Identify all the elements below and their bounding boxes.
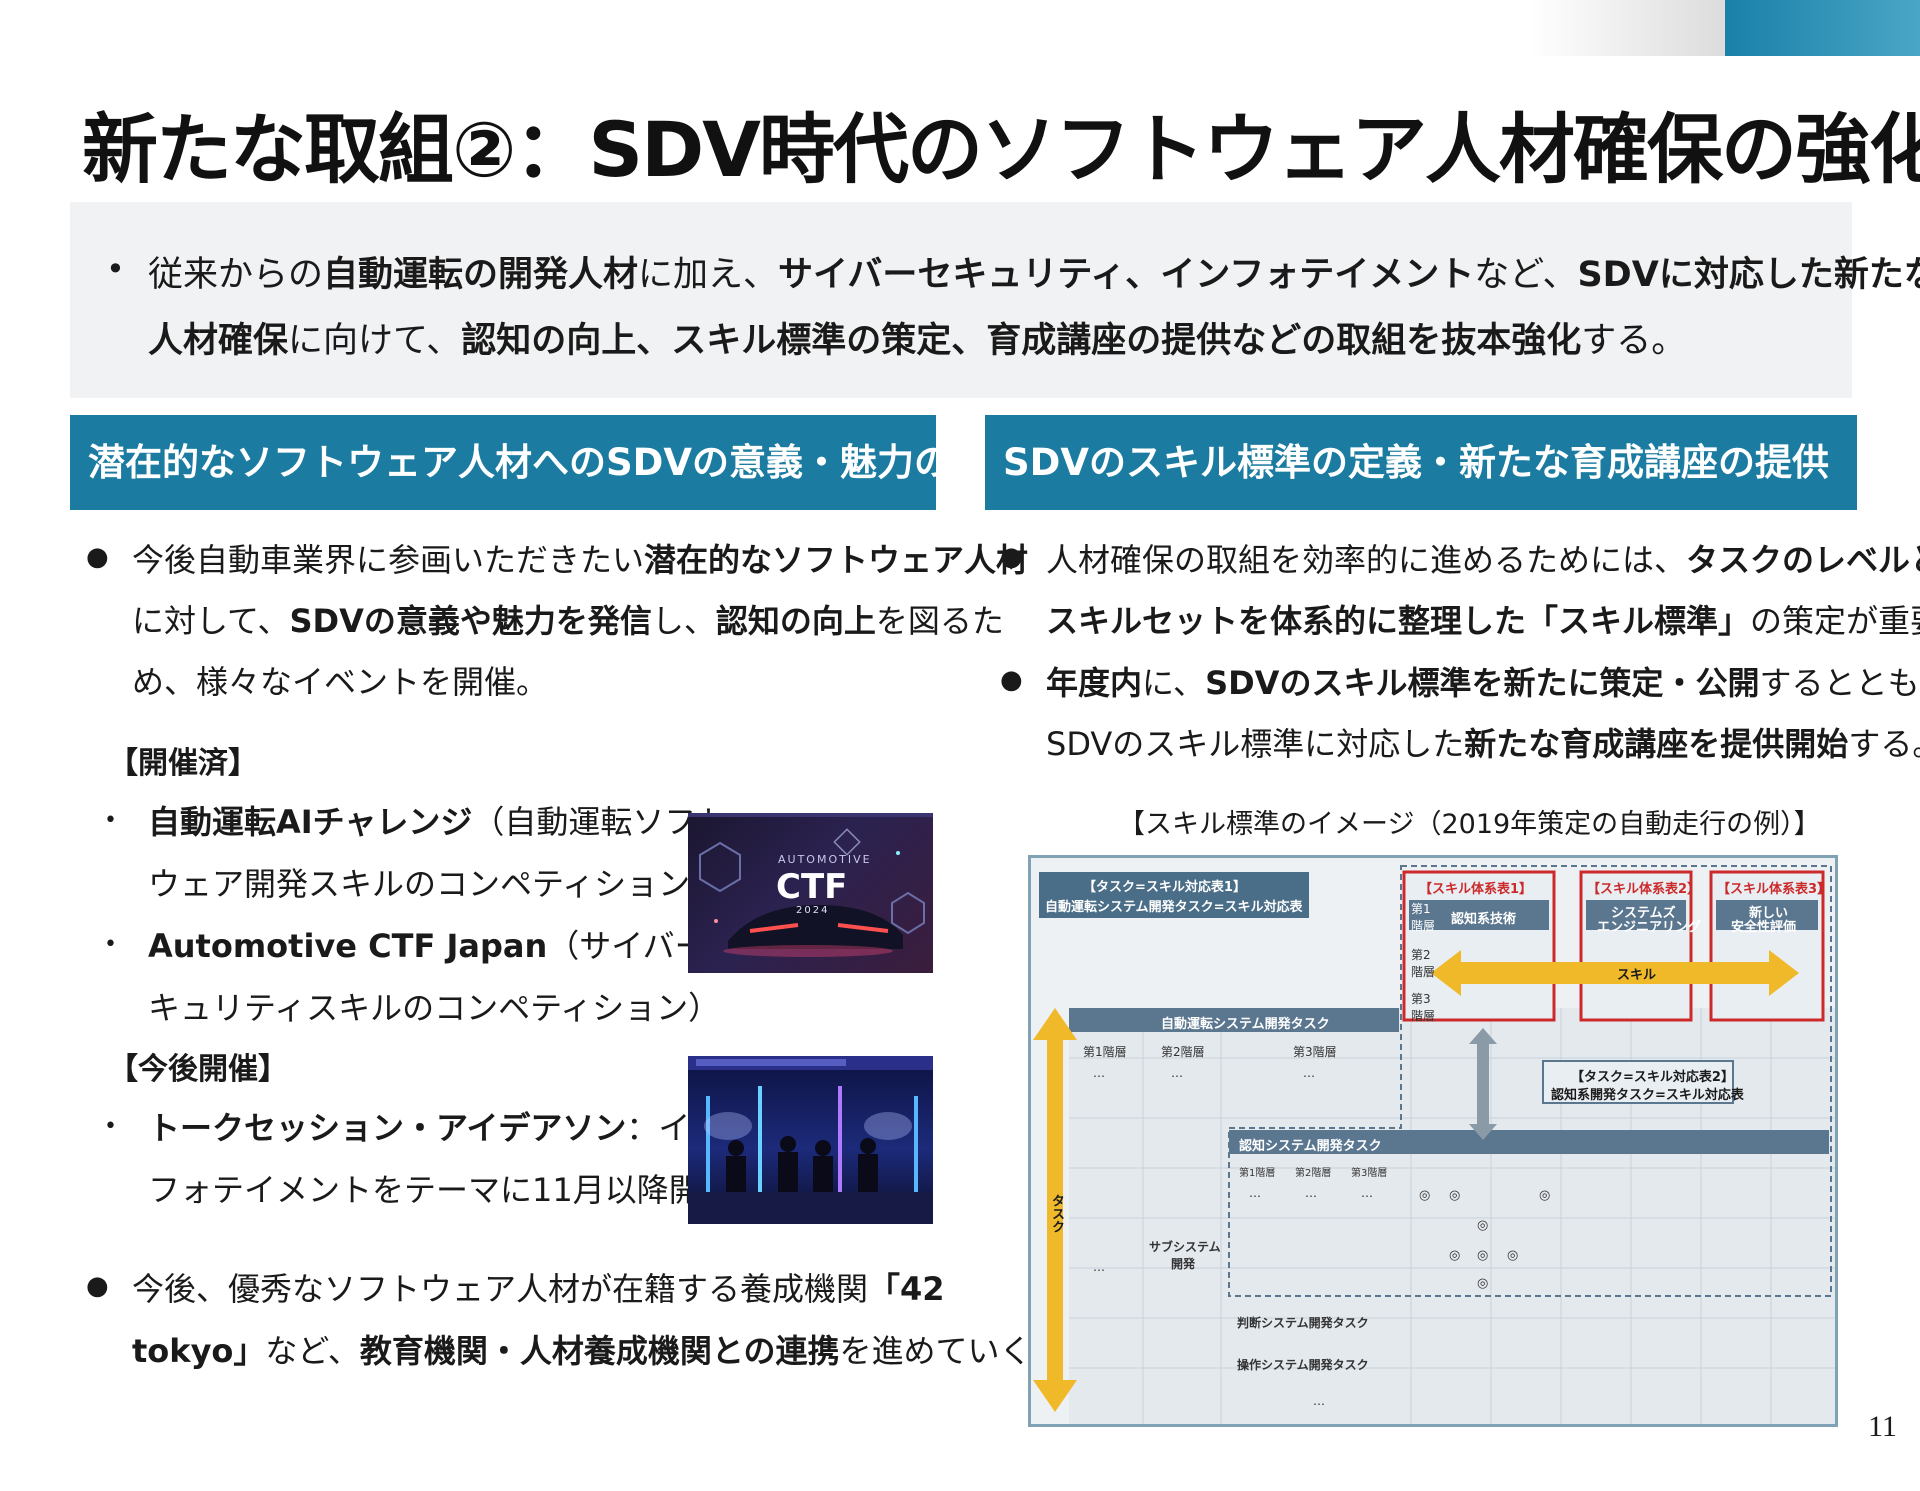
right-bullet-1-line-2: スキルセットを体系的に整理した「スキル標準」の策定が重要。 (1046, 602, 1920, 640)
event-1-line-2: ウェア開発スキルのコンペティション） (148, 865, 723, 903)
skill-table-2-sub-2: エンジニアリング (1597, 920, 1702, 935)
left-bullet-1-line-2: に対して、SDVの意義や魅力を発信し、認知の向上を図るた (132, 602, 1004, 640)
match-mark: ◎ (1539, 1188, 1551, 1203)
page-number: 11 (1868, 1410, 1897, 1443)
autonomous-dev-task-bar: 自動運転システム開発タスク (1161, 1017, 1330, 1032)
task-skill-table-2-label: 【タスク=スキル対応表2】 (1571, 1070, 1734, 1085)
right-section-heading: SDVのスキル標準の定義・新たな育成講座の提供 (985, 415, 1857, 510)
skill-table-2-label: 【スキル体系表2】 (1587, 882, 1701, 897)
bullet-dot: ● (86, 542, 109, 572)
match-mark: ◎ (1449, 1188, 1461, 1203)
summary-line-1: 従来からの自動運転の開発人材に加え、サイバーセキュリティ、インフォテイメントなど… (148, 255, 1920, 295)
upcoming-events-label: 【今後開催】 (108, 1052, 288, 1087)
ellipsis: … (1171, 1066, 1183, 1080)
corner-gradient-bar (1530, 0, 1725, 56)
ellipsis: … (1249, 1186, 1261, 1200)
ctf-event-photo: AUTOMOTIVE CTF 2024 (688, 813, 933, 973)
left-bullet-1-line-3: め、様々なイベントを開催。 (132, 663, 549, 701)
diagram-caption: 【スキル標準のイメージ（2019年策定の自動走行の例）】 (1118, 809, 1821, 840)
task-level-3: 第3階層 (1293, 1045, 1337, 1059)
skill-table-3-label: 【スキル体系表3】 (1717, 882, 1831, 897)
task-axis-label: タスク (1049, 1194, 1064, 1233)
skill-standard-diagram: 【タスク=スキル対応表1】 自動運転システム開発タスク=スキル対応表 【スキル体… (1028, 855, 1838, 1427)
left-section-heading: 潜在的なソフトウェア人材へのSDVの意義・魅力の発信 (70, 415, 1025, 510)
ellipsis: … (1093, 1066, 1105, 1080)
match-mark: ◎ (1507, 1248, 1519, 1263)
ctf-year: 2024 (796, 905, 830, 916)
judgement-task-label: 判断システム開発タスク (1237, 1316, 1369, 1330)
perception-dev-task-bar: 認知システム開発タスク (1239, 1139, 1382, 1154)
bullet-dot: ● (1000, 542, 1023, 572)
perception-level-1: 第1階層 (1239, 1168, 1276, 1179)
task-skill-table-1-label: 【タスク=スキル対応表1】 (1083, 880, 1246, 895)
bullet-dot: ● (1000, 665, 1023, 695)
ellipsis: … (1305, 1186, 1317, 1200)
event-2-line-1: Automotive CTF Japan（サイバーセ (148, 927, 739, 965)
operation-task-label: 操作システム開発タスク (1237, 1358, 1369, 1372)
match-mark: ◎ (1419, 1188, 1431, 1203)
right-bullet-2-line-1: 年度内に、SDVのスキル標準を新たに策定・公開するとともに、 (1046, 664, 1920, 702)
match-mark: ◎ (1477, 1276, 1489, 1291)
corner-accent-bar (1725, 0, 1920, 56)
ellipsis: … (1313, 1394, 1325, 1408)
left-bullet-2-line-2: tokyo」など、教育機関・人材養成機関との連携を進めていく。 (132, 1332, 1064, 1370)
skill-arrow-label: スキル (1617, 968, 1657, 983)
perception-level-3: 第3階層 (1351, 1168, 1388, 1179)
summary-box: • 従来からの自動運転の開発人材に加え、サイバーセキュリティ、インフォテイメント… (70, 202, 1920, 398)
event-3-line-1: トークセッション・アイデアソン：イン (148, 1109, 723, 1147)
skill-table-1-label: 【スキル体系表1】 (1419, 882, 1533, 897)
event-3-line-2: フォテイメントをテーマに11月以降開催。 (148, 1171, 765, 1209)
skill-table-2-sub-1: システムズ (1611, 906, 1676, 921)
bullet-dot: • (104, 1114, 117, 1139)
bullet-dot: ● (86, 1271, 109, 1301)
ellipsis: … (1093, 1260, 1105, 1274)
match-mark: ◎ (1477, 1248, 1489, 1263)
summary-line-2: 人材確保に向けて、認知の向上、スキル標準の策定、育成講座の提供などの取組を抜本強… (148, 321, 1687, 361)
perception-level-2: 第2階層 (1295, 1168, 1332, 1179)
skill-table-3-sub-1: 新しい (1749, 906, 1789, 921)
skill-table-1-sub: 認知系技術 (1451, 912, 1517, 927)
task-level-1: 第1階層 (1083, 1045, 1127, 1059)
subsystem-dev-label: サブシステム開発 (1149, 1240, 1221, 1271)
left-bullet-1-line-1: 今後自動車業界に参画いただきたい潜在的なソフトウェア人材 (132, 541, 1029, 579)
event-2-line-2: キュリティスキルのコンペティション） (148, 989, 721, 1027)
talk-session-photo (688, 1056, 933, 1224)
bullet-dot: • (104, 808, 117, 833)
match-mark: ◎ (1477, 1218, 1489, 1233)
summary-bullet: • (106, 250, 125, 288)
task-skill-table-1-title: 自動運転システム開発タスク=スキル対応表 (1045, 900, 1303, 915)
ellipsis: … (1361, 1186, 1373, 1200)
page-title: 新たな取組②：SDV時代のソフトウェア人材確保の強化 (82, 105, 1920, 194)
task-skill-table-2-title: 認知系開発タスク=スキル対応表 (1551, 1088, 1744, 1103)
ellipsis: … (1303, 1066, 1315, 1080)
task-level-2: 第2階層 (1161, 1045, 1205, 1059)
match-mark: ◎ (1449, 1248, 1461, 1263)
ctf-logo-text: CTF (776, 867, 848, 907)
skill-table-3-sub-2: 安全性評価 (1731, 920, 1797, 935)
bullet-dot: • (104, 932, 117, 957)
right-bullet-1-line-1: 人材確保の取組を効率的に進めるためには、タスクのレベルと (1046, 541, 1920, 579)
right-bullet-2-line-2: SDVのスキル標準に対応した新たな育成講座を提供開始する。 (1046, 725, 1920, 763)
held-events-label: 【開催済】 (108, 746, 258, 781)
event-1-line-1: 自動運転AIチャレンジ（自動運転ソフト (148, 803, 729, 841)
photo-caption: AUTOMOTIVE (778, 853, 872, 866)
left-bullet-2-line-1: 今後、優秀なソフトウェア人材が在籍する養成機関「42 (132, 1270, 945, 1308)
